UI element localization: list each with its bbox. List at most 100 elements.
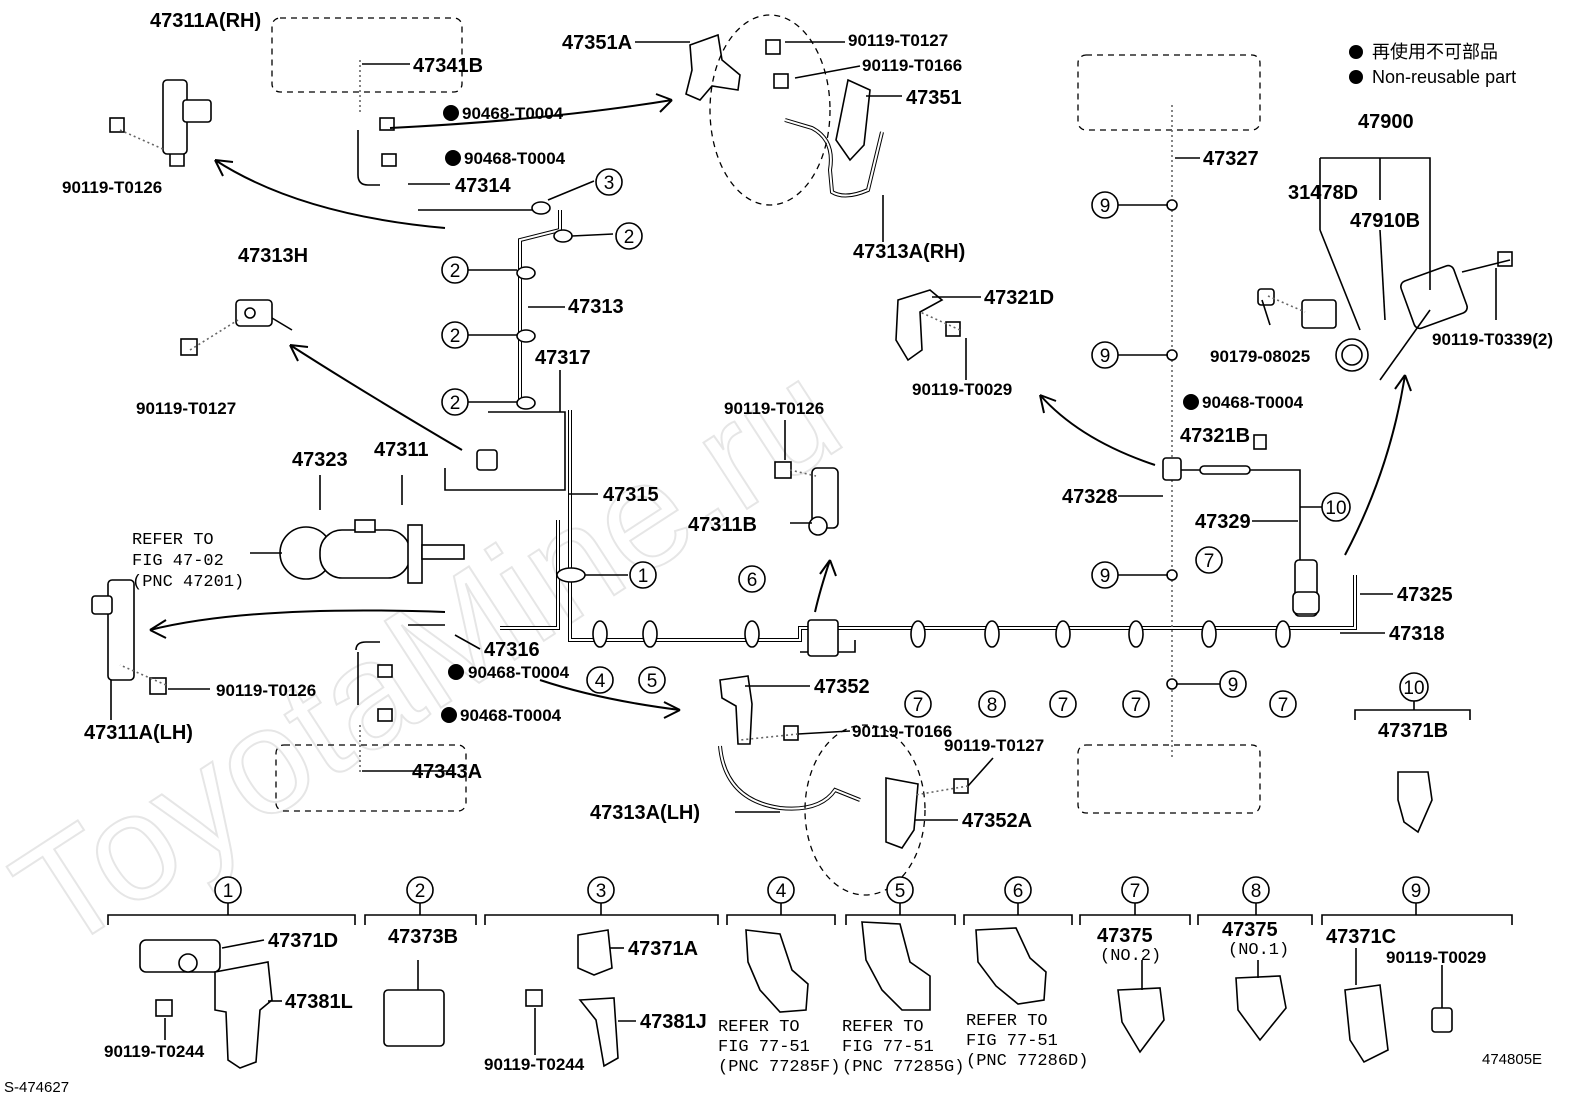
union-47328: [1162, 457, 1182, 481]
label-leaders: [110, 41, 1497, 821]
label-47375-no2-sub: (NO.2): [1100, 947, 1161, 966]
callout-4-a: 4: [595, 671, 606, 692]
flex-hose-47313A-RH: [784, 118, 884, 198]
refer-a-line1: REFER TO: [132, 531, 214, 550]
label-47327: 47327: [1203, 148, 1259, 170]
label-90119-T0166-a: 90119-T0166: [862, 56, 962, 75]
refer-b5-line1: REFER TO: [842, 1018, 924, 1037]
callout-2-b: 2: [450, 261, 461, 282]
callout-7-d: 7: [1204, 551, 1215, 572]
nonreusable-dot-d: [441, 707, 457, 723]
callout-9-a: 9: [1100, 196, 1111, 217]
label-90468-T0004-e: 90468-T0004: [1202, 393, 1304, 412]
label-90119-T0127-a: 90119-T0127: [848, 31, 948, 50]
bracket-47352: [719, 675, 753, 745]
curved-arrows: [149, 93, 1412, 719]
union-47311A-RH: [162, 79, 212, 167]
label-47318: 47318: [1389, 623, 1445, 645]
label-47313A-LH: 47313A(LH): [590, 802, 700, 824]
callout-7-b: 7: [1058, 695, 1069, 716]
clip-90468-shapes: [355, 117, 1267, 722]
label-47317: 47317: [535, 347, 591, 369]
callout-10-b: 10: [1403, 678, 1424, 699]
label-47910B: 47910B: [1350, 210, 1420, 232]
footer-right-code: 474805E: [1482, 1051, 1542, 1068]
callout-10-a: 10: [1325, 498, 1346, 519]
nonreusable-dot-b: [445, 150, 461, 166]
refer-a-line3: (PNC 47201): [132, 573, 244, 592]
label-47321B: 47321B: [1180, 425, 1250, 447]
nonreusable-dot-a: [443, 105, 459, 121]
junction-47318: [807, 619, 839, 657]
union-47311B: [808, 467, 839, 536]
callout-9-b: 9: [1100, 346, 1111, 367]
label-47900: 47900: [1358, 111, 1414, 133]
callout-6-a: 6: [747, 570, 758, 591]
legend-en: Non-reusable part: [1372, 67, 1516, 87]
footer-left-code: S-474627: [4, 1079, 69, 1096]
refer-b6-line3: (PNC 77286D): [966, 1052, 1088, 1071]
label-47311A-RH: 47311A(RH): [150, 10, 261, 32]
callout-7-f: 7: [1130, 881, 1141, 902]
label-47371D: 47371D: [268, 930, 338, 952]
label-90468-T0004-d: 90468-T0004: [460, 706, 562, 725]
clip-47371B-shape: [1397, 771, 1433, 834]
callouts-main: 3 2 2 2 2 1 4 5 6 7 8 7 7 7 7 9 9 9 9 10…: [441, 168, 1429, 718]
label-47381L: 47381L: [285, 991, 353, 1013]
callout-3-b: 3: [596, 881, 607, 902]
bolts: [109, 39, 1513, 794]
bottom-row-brackets: [107, 903, 1513, 925]
label-47341B: 47341B: [413, 55, 483, 77]
label-47313: 47313: [568, 296, 624, 318]
nonreusable-dot-c: [448, 664, 464, 680]
bracket-47352A: [885, 777, 919, 849]
label-90119-T0244-a: 90119-T0244: [104, 1042, 205, 1061]
hose-area-rh: [709, 14, 831, 206]
label-47351: 47351: [906, 87, 962, 109]
callout-8-a: 8: [987, 695, 998, 716]
label-47323: 47323: [292, 449, 348, 471]
label-90179-08025: 90179-08025: [1210, 347, 1310, 366]
callout-9-c: 9: [1100, 566, 1111, 587]
callout-9-d: 9: [1228, 675, 1239, 696]
label-90119-T0126-a: 90119-T0126: [62, 178, 162, 197]
label-47351A: 47351A: [562, 32, 632, 54]
legend-jp: 再使用不可部品: [1372, 42, 1498, 62]
label-90468-T0004-c: 90468-T0004: [468, 663, 570, 682]
dashed-leaders: [119, 60, 1306, 796]
callout-7-e: 7: [1278, 695, 1289, 716]
label-90119-T0166-b: 90119-T0166: [852, 722, 952, 741]
label-47375-no1-sub: (NO.1): [1228, 941, 1289, 960]
label-47371A: 47371A: [628, 938, 698, 960]
label-90119-T0029-a: 90119-T0029: [912, 380, 1012, 399]
callout-1-a: 1: [638, 566, 649, 587]
refer-b4-line2: FIG 77-51: [718, 1038, 810, 1057]
legend-dot-en: [1349, 70, 1363, 84]
label-90119-T0126-c: 90119-T0126: [724, 399, 824, 418]
label-47321D: 47321D: [984, 287, 1054, 309]
legend-dot-jp: [1349, 45, 1363, 59]
label-47311: 47311: [374, 439, 429, 461]
label-47375-no1: 47375: [1222, 919, 1278, 941]
label-47373B: 47373B: [388, 926, 458, 948]
callout-7-a: 7: [913, 695, 924, 716]
bracket-47321D: [895, 289, 944, 362]
master-cylinder: [279, 519, 465, 584]
label-47329: 47329: [1195, 511, 1251, 533]
wheel-area-front-rh: [271, 17, 463, 93]
callout-2-d: 2: [450, 393, 461, 414]
label-90119-T0126-b: 90119-T0126: [216, 681, 316, 700]
union-47311A-LH: [91, 579, 135, 681]
label-47328: 47328: [1062, 486, 1118, 508]
refer-b6-line1: REFER TO: [966, 1012, 1048, 1031]
label-90468-T0004-a: 90468-T0004: [462, 104, 564, 123]
refer-b4-line3: (PNC 77285F): [718, 1058, 840, 1077]
callouts-bottom: 1 2 3 4 5 6 7 8 9: [214, 876, 1430, 904]
nonreusable-dot-e: [1183, 394, 1199, 410]
label-47325: 47325: [1397, 584, 1453, 606]
refer-b5-line2: FIG 77-51: [842, 1038, 934, 1057]
label-90119-T0244-b: 90119-T0244: [484, 1055, 585, 1074]
bracket-47351A: [685, 33, 741, 101]
pipe-47317: [444, 411, 566, 491]
